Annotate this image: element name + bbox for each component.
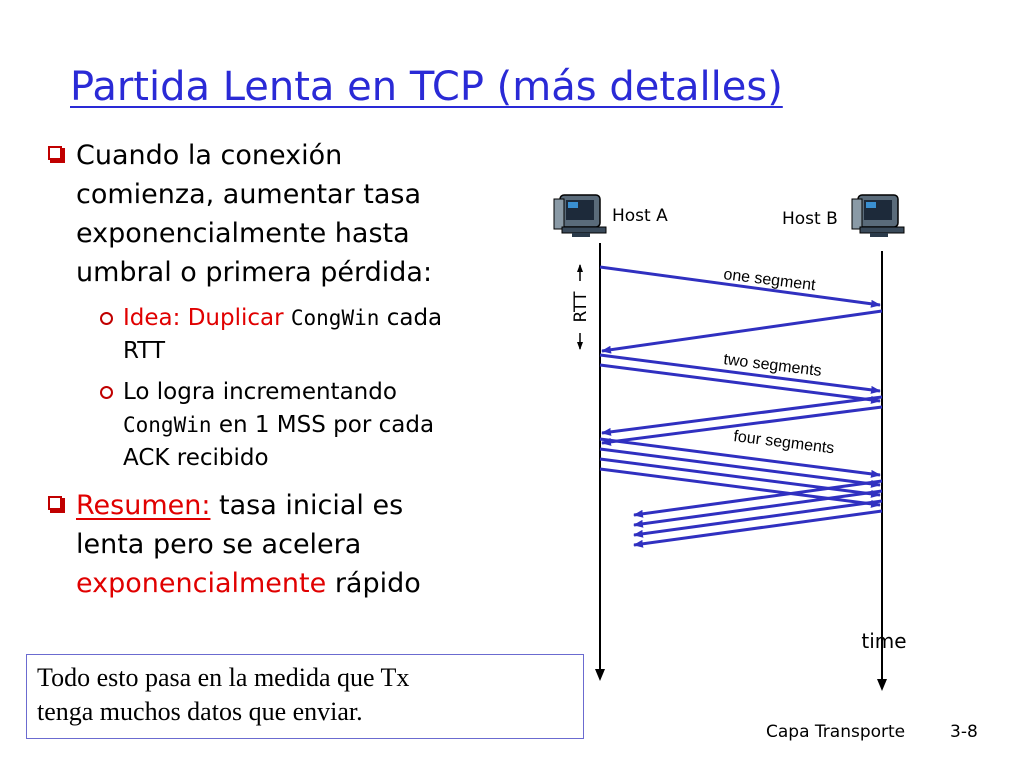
ack-arrow <box>601 405 883 446</box>
bullet-line: Cuando la conexión <box>76 140 343 171</box>
sub-bullet-idea: Idea: Duplicar CongWin cada RTT <box>100 302 442 368</box>
bullet-line: umbral o primera pérdida: <box>76 257 433 288</box>
bullet-line: exponencialmente hasta <box>76 218 410 249</box>
ack-arrow <box>601 309 883 354</box>
sub-bullet-marker <box>100 386 113 399</box>
ack-arrow <box>601 395 883 436</box>
footer-page-number: 3-8 <box>950 722 978 742</box>
host-a-label: Host A <box>612 206 668 226</box>
bullet-marker <box>48 146 65 163</box>
segment-arrow <box>599 265 881 308</box>
two-segments-label: two segments <box>723 351 823 380</box>
idea-line2: RTT <box>123 338 166 364</box>
increment-line1: Lo logra incrementando <box>123 379 397 405</box>
note-line1: Todo esto pasa en la medida que Tx <box>37 663 410 692</box>
host-b-label: Host B <box>782 209 838 229</box>
summary-text1: tasa inicial es <box>210 490 404 521</box>
sub-bullet-text: Idea: Duplicar CongWin cada RTT <box>123 302 442 368</box>
summary-text: Resumen: tasa inicial es lenta pero se a… <box>76 486 421 603</box>
increment-suffix: en 1 MSS por cada <box>211 412 435 438</box>
note-line2: tenga muchos datos que enviar. <box>37 697 363 726</box>
four-segments-label: four segments <box>733 428 836 457</box>
idea-suffix: cada <box>379 305 443 331</box>
bullet-connection-start: Cuando la conexión comienza, aumentar ta… <box>48 136 432 292</box>
rtt-label: RTT <box>571 291 591 323</box>
sub-bullet-marker <box>100 312 113 325</box>
summary-highlight: exponencialmente <box>76 568 327 599</box>
segment-arrow <box>599 363 881 404</box>
segment-arrow <box>599 447 881 488</box>
segment-arrow <box>599 437 881 478</box>
summary-line2: lenta pero se acelera <box>76 529 362 560</box>
sub-bullet-increment: Lo logra incrementando CongWin en 1 MSS … <box>100 376 434 475</box>
congwin-code: CongWin <box>123 413 212 437</box>
time-label: time <box>861 629 906 653</box>
slow-start-diagram: Host A Host B RTT one segment two segmen… <box>553 194 907 691</box>
ack-arrow <box>633 499 883 538</box>
bullet-text: Cuando la conexión comienza, aumentar ta… <box>76 136 432 292</box>
summary-label: Resumen: <box>76 490 211 521</box>
computer-icon <box>553 194 607 237</box>
ack-arrow <box>633 509 883 548</box>
segment-arrow <box>599 457 881 498</box>
note-box: Todo esto pasa en la medida que Tx tenga… <box>26 654 584 739</box>
ack-arrow <box>633 479 883 518</box>
congwin-code: CongWin <box>290 306 380 330</box>
footer-section: Capa Transporte <box>766 722 906 742</box>
summary-text3: rápido <box>326 568 421 599</box>
ack-arrow <box>633 489 883 528</box>
computer-icon <box>851 194 905 237</box>
sub-bullet-text: Lo logra incrementando CongWin en 1 MSS … <box>123 376 434 475</box>
increment-line3: ACK recibido <box>123 445 269 471</box>
bullet-marker <box>48 496 65 513</box>
idea-prefix: Idea: Duplicar <box>123 305 291 331</box>
slide-title: Partida Lenta en TCP (más detalles) <box>70 64 783 110</box>
segment-arrow <box>599 353 881 394</box>
bullet-line: comienza, aumentar tasa <box>76 179 422 210</box>
bullet-summary: Resumen: tasa inicial es lenta pero se a… <box>48 486 421 603</box>
